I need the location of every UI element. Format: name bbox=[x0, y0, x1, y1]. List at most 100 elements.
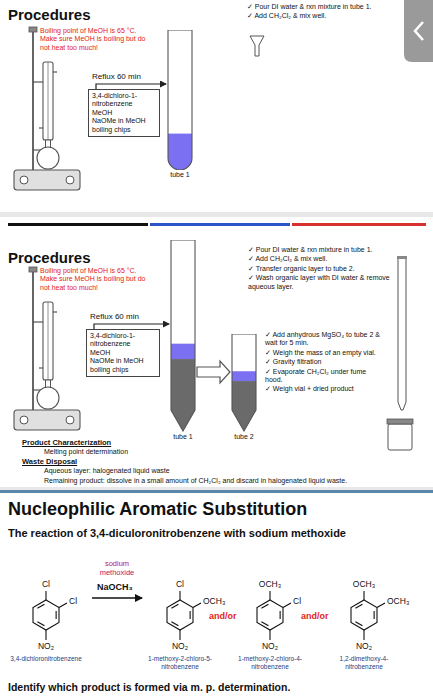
benzene-ring bbox=[257, 600, 283, 630]
box-text: boiling chips bbox=[92, 126, 156, 134]
label-text: Boiling point of MeOH is 65 °C. Make sur… bbox=[40, 267, 152, 292]
label-text: Aqueous layer: halogenated liquid waste bbox=[44, 467, 170, 475]
substituent-bond bbox=[377, 603, 385, 608]
tube-outline bbox=[168, 30, 192, 170]
label-text: NO₂ bbox=[344, 641, 384, 651]
benzene-ring bbox=[33, 600, 59, 630]
block-arrow bbox=[197, 361, 230, 383]
label-text: NO₂ bbox=[26, 641, 66, 651]
double-bond bbox=[37, 604, 44, 608]
benzene-ring bbox=[167, 600, 193, 630]
box-text: 3,4-dichloro-1-nitrobenzene bbox=[90, 332, 156, 349]
label-text: ✓ Add anhydrous MgSO₄ to tube 2 & wait f… bbox=[265, 331, 383, 348]
label-text: Cl bbox=[69, 596, 77, 606]
box-text: NaOMe in MeOH bbox=[92, 117, 156, 125]
label-text: ✓ Gravity filtration bbox=[265, 358, 383, 366]
double-bond bbox=[37, 622, 44, 626]
label-text: Waste Disposal bbox=[22, 457, 77, 466]
test-tube: tube 1 bbox=[166, 30, 194, 179]
test-tube: tube 2 bbox=[230, 334, 258, 441]
label-text: The reaction of 3,4-diculoronitrobenzene… bbox=[8, 527, 346, 540]
label-text: ✓ Weigh the mass of an empty vial. bbox=[265, 349, 383, 357]
label-text: and/or bbox=[301, 611, 329, 622]
box-text: NaOMe in MeOH bbox=[90, 357, 156, 365]
label-text: OCH₃ bbox=[387, 596, 409, 606]
label-text: Product Characterization bbox=[22, 438, 111, 447]
substituent-bond bbox=[269, 630, 270, 640]
label-text: 1-methoxy-2-chloro-5-nitrobenzene bbox=[140, 655, 220, 671]
substituent-bond bbox=[193, 603, 201, 608]
label-text: Procedures bbox=[8, 6, 91, 24]
tube-label: tube 1 bbox=[166, 171, 194, 179]
substituent-bond bbox=[283, 603, 291, 608]
label-text: Identify which product is formed via m. … bbox=[8, 681, 290, 694]
label-text: Boiling point of MeOH is 65 °C. Make sur… bbox=[40, 27, 152, 52]
tube-layer bbox=[230, 371, 258, 381]
label-text: Procedures bbox=[8, 249, 91, 267]
reagent-box: 3,4-dichloro-1-nitrobenzeneMeOHNaOMe in … bbox=[86, 329, 160, 377]
tube-label: tube 2 bbox=[230, 433, 258, 441]
label-text: NO₂ bbox=[160, 641, 200, 651]
tube-drawing bbox=[166, 30, 194, 170]
label-text: 3,4-dichloronitrobenzene bbox=[3, 655, 89, 663]
substituent-bond bbox=[59, 603, 67, 608]
label-text: Cl bbox=[26, 579, 66, 589]
double-bond bbox=[280, 611, 281, 619]
label-text: and/or bbox=[209, 611, 237, 622]
double-bond bbox=[171, 604, 178, 608]
label-text: OCH₃ bbox=[203, 596, 225, 606]
box-text: 3,4-dichloro-1-nitrobenzene bbox=[92, 92, 156, 109]
label-text: Remaining product: dissolve in a small a… bbox=[44, 477, 429, 485]
substituent-bond bbox=[363, 591, 364, 600]
benzene-ring bbox=[351, 600, 377, 630]
label-text: ✓ Add CH₂Cl₂ & mix well. bbox=[248, 255, 390, 263]
double-bond bbox=[374, 611, 375, 619]
tube-layer bbox=[169, 344, 197, 359]
label-text: OCH₃ bbox=[250, 579, 290, 589]
label-text: ✓ Evaporate CH₂Cl₂ under fume hood. bbox=[265, 368, 383, 385]
substituent-bond bbox=[45, 591, 46, 600]
box-text: MeOH bbox=[90, 349, 156, 357]
label-text: ✓ Pour DI water & rxn mixture in tube 1. bbox=[247, 3, 397, 11]
label-text: ✓ Add CH₂Cl₂ & mix well. bbox=[247, 12, 397, 20]
label-text: NO₂ bbox=[250, 641, 290, 651]
double-bond bbox=[261, 604, 268, 608]
label-text: Cl bbox=[160, 579, 200, 589]
label-text: ✓ Transfer organic layer to tube 2. bbox=[248, 265, 390, 273]
box-text: MeOH bbox=[92, 109, 156, 117]
label-text: 1-methoxy-2-chloro-4-nitrobenzene bbox=[230, 655, 310, 671]
substituent-bond bbox=[363, 630, 364, 640]
substituent-bond bbox=[45, 630, 46, 640]
double-bond bbox=[261, 622, 268, 626]
label-text: Melting point determination bbox=[44, 448, 128, 456]
double-bond bbox=[355, 604, 362, 608]
label-text: 1,2-dimethoxy-4-nitrobenzene bbox=[324, 655, 404, 671]
test-tube: tube 1 bbox=[169, 240, 197, 441]
tube-drawing bbox=[230, 334, 258, 432]
label-text: Nucleophilic Aromatic Substitution bbox=[8, 499, 307, 521]
double-bond bbox=[355, 622, 362, 626]
label-text: ✓ Wash organic layer with DI water & rem… bbox=[248, 274, 390, 291]
label-text: sodium methoxide bbox=[94, 559, 140, 577]
double-bond bbox=[56, 611, 57, 619]
tube-label: tube 1 bbox=[169, 433, 197, 441]
substituent-bond bbox=[179, 591, 180, 600]
tube-layer bbox=[230, 381, 258, 432]
edge-label: Reflux 60 min bbox=[90, 312, 139, 322]
label-text: NaOCH₃ bbox=[97, 582, 133, 593]
edge-label: Reflux 60 min bbox=[92, 72, 141, 82]
substituent-bond bbox=[269, 591, 270, 600]
reagent-box: 3,4-dichloro-1-nitrobenzeneMeOHNaOMe in … bbox=[88, 89, 160, 137]
tube-layer bbox=[169, 359, 197, 432]
substituent-bond bbox=[179, 630, 180, 640]
label-text: ✓ Pour DI water & rxn mixture in tube 1. bbox=[248, 246, 390, 254]
double-bond bbox=[171, 622, 178, 626]
box-text: boiling chips bbox=[90, 366, 156, 374]
double-bond bbox=[190, 611, 191, 619]
label-text: Cl bbox=[293, 596, 301, 606]
tube-outline bbox=[232, 334, 256, 431]
label-text: OCH₃ bbox=[344, 579, 384, 589]
tube-outline bbox=[171, 240, 195, 431]
label-text: ✓ Weigh vial + dried product bbox=[265, 385, 383, 393]
tube-drawing bbox=[169, 240, 197, 432]
